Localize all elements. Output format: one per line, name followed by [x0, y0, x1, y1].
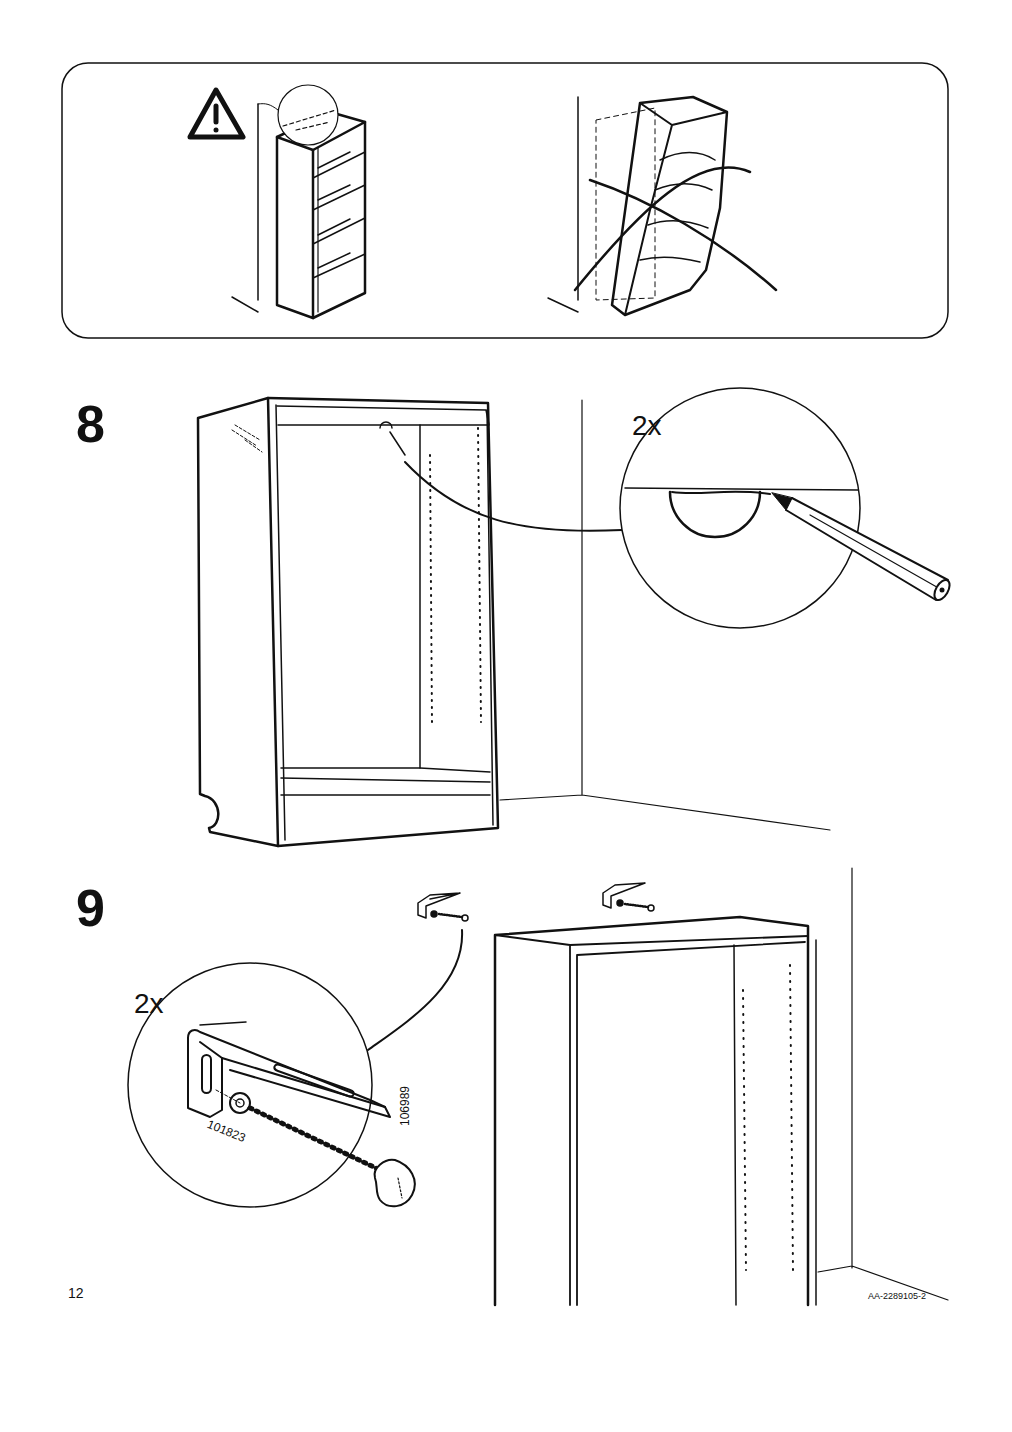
page-number: 12 [68, 1286, 84, 1300]
quantity: 2x [632, 412, 662, 440]
pencil-magnifier [405, 388, 953, 628]
part-number: 106989 [399, 1086, 411, 1126]
cabinet-top [495, 917, 816, 1305]
document-code: AA-2289105-2 [868, 1292, 926, 1301]
pencil [772, 493, 953, 603]
warning-symbol [190, 90, 243, 137]
panel-frame [62, 63, 948, 338]
bookcase-correct [232, 85, 365, 318]
step-number: 8 [76, 398, 105, 450]
bracket [188, 1030, 390, 1117]
part-number: 101823 [206, 1118, 248, 1144]
cabinet [198, 398, 498, 846]
step-9-illustration [128, 868, 948, 1305]
quantity: 2x [134, 990, 164, 1018]
step-number: 9 [76, 882, 105, 934]
bracket-magnifier [128, 930, 462, 1207]
small-bracket [418, 883, 654, 921]
step-8-illustration [198, 388, 953, 846]
room-corner [818, 868, 948, 1300]
bookcase-wrong [548, 97, 776, 315]
warning-panel [62, 63, 948, 338]
screw-and-washer [216, 1090, 415, 1206]
